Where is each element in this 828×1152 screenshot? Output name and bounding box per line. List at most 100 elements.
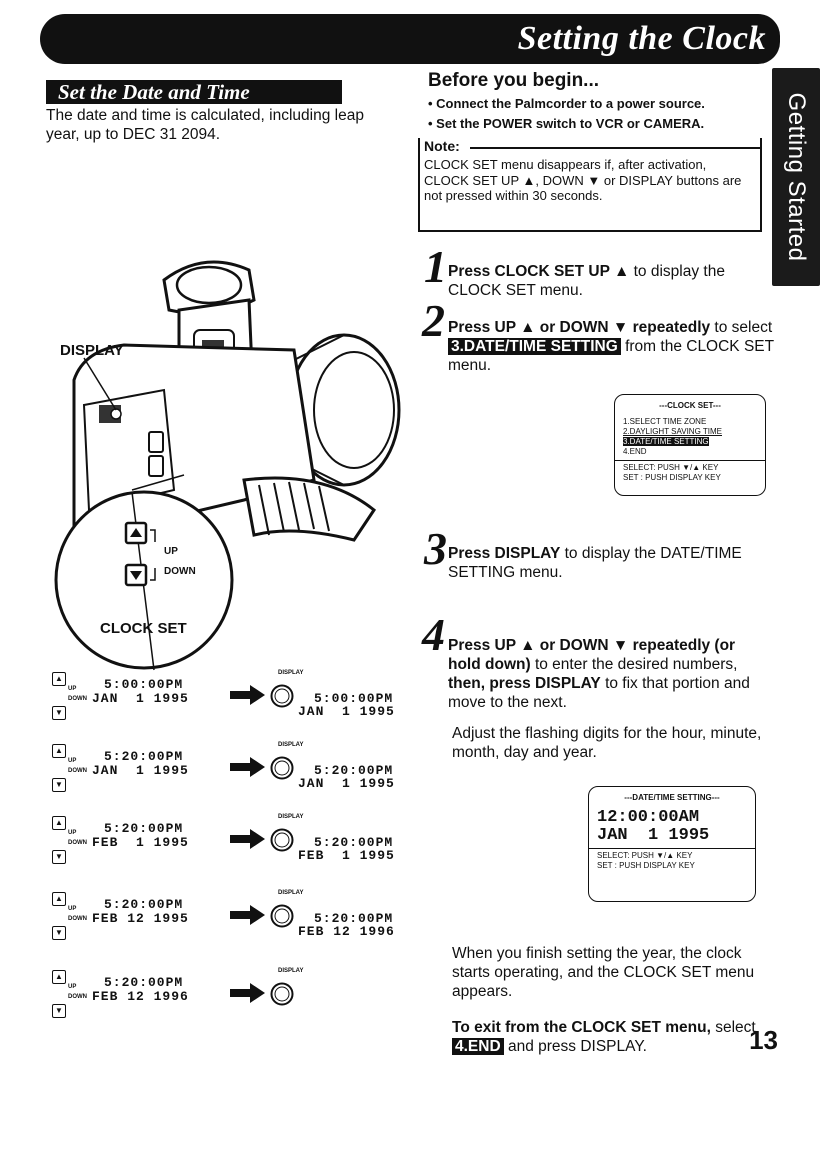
- osd-item-selected: 3.DATE/TIME SETTING: [623, 437, 709, 446]
- before-date: JAN 1 1995: [92, 691, 189, 706]
- side-tab-label: Getting Started: [783, 92, 810, 262]
- up-arrow-icon: ▲: [52, 892, 66, 906]
- down-label: DOWN: [68, 696, 87, 702]
- after-date: FEB 12 1996: [298, 924, 395, 939]
- step-3-bold: Press DISPLAY: [448, 545, 561, 562]
- display-button-icon: [270, 828, 294, 852]
- up-arrow-icon: ▲: [52, 672, 66, 686]
- exit-pre: select: [710, 1019, 756, 1036]
- osd-set-hint: SET : PUSH DISPLAY KEY: [623, 473, 721, 482]
- osd-item: 2.DAYLIGHT SAVING TIME: [623, 427, 722, 436]
- up-label: UP: [68, 984, 77, 990]
- step-2-bold: Press UP ▲ or DOWN ▼ repeatedly: [448, 319, 711, 336]
- intro-text: The date and time is calculated, includi…: [46, 107, 364, 143]
- clock-set-menu-screen: ---CLOCK SET--- 1.SELECT TIME ZONE 2.DAY…: [614, 394, 766, 496]
- prereq-switch: • Set the POWER switch to VCR or CAMERA.: [428, 116, 705, 131]
- before-date: FEB 1 1995: [92, 835, 189, 850]
- note-body: CLOCK SET menu disappears if, after acti…: [424, 157, 742, 203]
- step-4-mid: to enter the desired numbers,: [530, 656, 738, 673]
- step-1-number: 1: [424, 241, 447, 292]
- osd2-select-hint: SELECT: PUSH ▼/▲ KEY: [597, 851, 693, 860]
- up-label: UP: [68, 830, 77, 836]
- before-date: FEB 12 1996: [92, 989, 189, 1004]
- button-pair: ▲UP DOWN▼: [52, 814, 96, 878]
- before-time: 5:20:00PM: [104, 749, 184, 764]
- down-arrow-icon: ▼: [52, 850, 66, 864]
- right-arrow-icon: [230, 905, 265, 925]
- down-label: DOWN: [68, 916, 87, 922]
- step-3-text: Press DISPLAY to display the DATE/TIME S…: [448, 544, 778, 582]
- step-4-bold-1: Press UP ▲ or DOWN ▼ repeatedly (or hold…: [448, 637, 736, 673]
- before-time: 5:20:00PM: [104, 821, 184, 836]
- prereq-power: • Connect the Palmcorder to a power sour…: [428, 96, 705, 111]
- after-time: 5:00:00PM: [314, 691, 394, 706]
- down-label: DOWN: [68, 768, 87, 774]
- before-time: 5:20:00PM: [104, 975, 184, 990]
- note-box: [418, 138, 762, 232]
- after-date: JAN 1 1995: [298, 776, 395, 791]
- section-heading: Set the Date and Time: [46, 80, 342, 104]
- osd2-set-hint: SET : PUSH DISPLAY KEY: [597, 861, 695, 870]
- step-3-number: 3: [424, 523, 447, 574]
- note-divider: [470, 147, 762, 149]
- osd-item: 4.END: [623, 447, 647, 456]
- page-title: Setting the Clock: [517, 20, 766, 57]
- step-4-number: 4: [422, 609, 445, 660]
- exit-bold: To exit from the CLOCK SET menu,: [452, 1019, 711, 1036]
- display-button-label: DISPLAY: [278, 968, 304, 974]
- right-arrow-icon: [230, 829, 265, 849]
- step-4-text: Press UP ▲ or DOWN ▼ repeatedly (or hold…: [448, 636, 768, 712]
- display-button-label: DISPLAY: [278, 742, 304, 748]
- osd2-title: ---DATE/TIME SETTING---: [624, 793, 720, 802]
- up-label: UP: [68, 686, 77, 692]
- osd-item: 1.SELECT TIME ZONE: [623, 417, 707, 426]
- up-arrow-icon: ▲: [52, 816, 66, 830]
- down-label: DOWN: [68, 840, 87, 846]
- after-time: 5:20:00PM: [314, 835, 394, 850]
- display-button-icon: [270, 904, 294, 928]
- osd2-time: 12:00:00AM: [597, 808, 700, 827]
- finish-text: When you finish setting the year, the cl…: [452, 945, 755, 1000]
- step-2-pre: to select: [710, 319, 773, 336]
- before-time: 5:00:00PM: [104, 677, 184, 692]
- down-arrow-icon: ▼: [52, 706, 66, 720]
- button-pair: ▲UP DOWN▼: [52, 890, 96, 954]
- down-arrow-icon: ▼: [52, 926, 66, 940]
- header-bar: [40, 14, 780, 64]
- step-1-text: Press CLOCK SET UP ▲ to display the CLOC…: [448, 262, 778, 300]
- step-1-rest: to display the CLOCK SET menu.: [448, 263, 725, 299]
- clock-set-label: CLOCK SET: [100, 620, 187, 637]
- menu-highlight-date-time: 3.DATE/TIME SETTING: [448, 338, 621, 355]
- osd2-date: JAN 1 1995: [597, 826, 710, 845]
- osd-title: ---CLOCK SET---: [659, 401, 721, 410]
- display-button-icon: [270, 756, 294, 780]
- step-1-bold: Press CLOCK SET UP ▲: [448, 263, 630, 280]
- down-arrow-icon: ▼: [52, 1004, 66, 1018]
- up-label: UP: [68, 906, 77, 912]
- display-button-icon: [270, 684, 294, 708]
- up-label: UP: [68, 758, 77, 764]
- side-tab: Getting Started: [772, 68, 820, 286]
- before-date: FEB 12 1995: [92, 911, 189, 926]
- note-label: Note:: [424, 138, 464, 154]
- up-arrow-icon: ▲: [52, 970, 66, 984]
- exit-instructions: To exit from the CLOCK SET menu, select …: [452, 1018, 772, 1056]
- exit-post: and press DISPLAY.: [503, 1038, 647, 1055]
- date-time-setting-screen: ---DATE/TIME SETTING--- 12:00:00AM JAN 1…: [588, 786, 756, 902]
- down-arrow-icon: ▼: [52, 778, 66, 792]
- before-time: 5:20:00PM: [104, 897, 184, 912]
- step-3-rest: to display the DATE/TIME SETTING menu.: [448, 545, 742, 581]
- step-2-text: Press UP ▲ or DOWN ▼ repeatedly to selec…: [448, 318, 778, 375]
- step-2-post: from the CLOCK SET menu.: [448, 338, 774, 374]
- osd-select-hint: SELECT: PUSH ▼/▲ KEY: [623, 463, 719, 472]
- camcorder-illustration: [54, 260, 401, 671]
- down-label: DOWN: [164, 566, 196, 577]
- right-arrow-icon: [230, 685, 265, 705]
- after-time: 5:20:00PM: [314, 763, 394, 778]
- display-button-icon: [270, 982, 294, 1006]
